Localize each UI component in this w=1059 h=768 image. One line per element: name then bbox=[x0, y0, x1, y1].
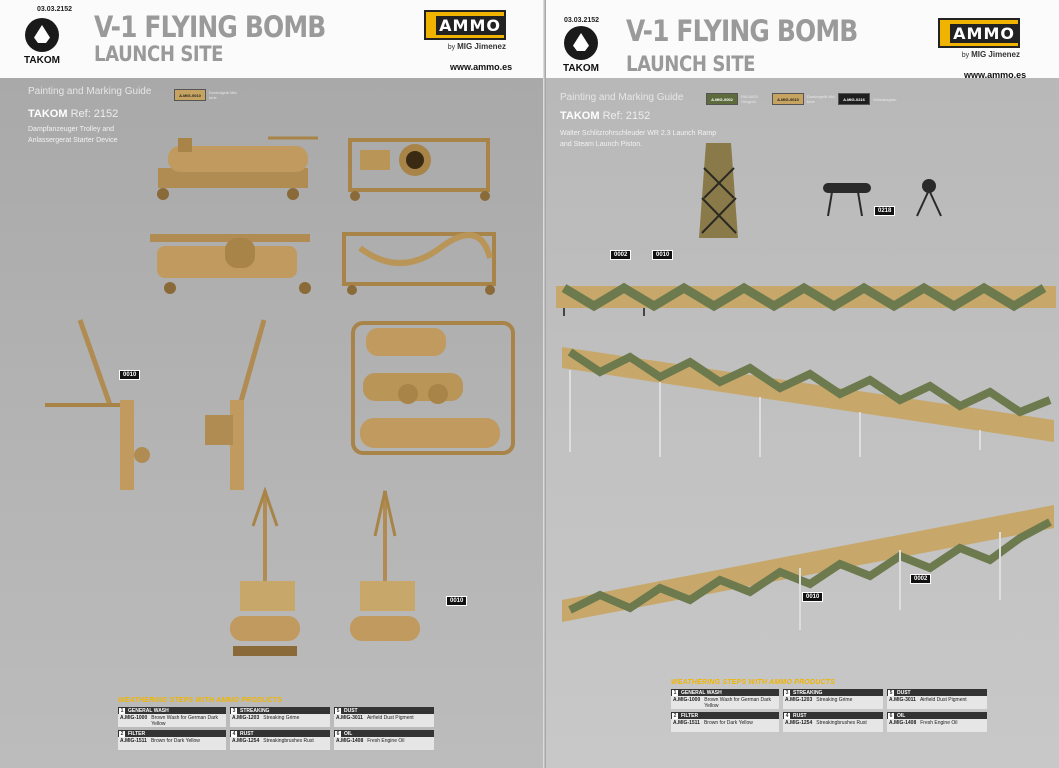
swatch-code: A.MIG-0002 bbox=[706, 93, 738, 105]
takom-logo: TAKOM bbox=[558, 26, 604, 82]
starter-arm-right bbox=[205, 319, 267, 490]
launch-piston bbox=[823, 183, 871, 217]
part-description: Walter Schlitzrohrschleuder WR 2.3 Launc… bbox=[560, 130, 717, 148]
reference: TAKOM Ref: 2152 bbox=[560, 110, 651, 122]
steam-trolley-top-view bbox=[348, 138, 490, 201]
left-page: 03.03.2152 TAKOM V-1 FLYING BOMB LAUNCH … bbox=[0, 0, 546, 768]
paint-swatch: A.MIG-0002 RAL6003 Olivgrün bbox=[706, 92, 771, 106]
paint-callout: 0218 bbox=[874, 206, 896, 216]
ammo-by-line: by MIG Jimenez bbox=[447, 42, 506, 51]
ammo-url: www.ammo.es bbox=[450, 62, 513, 72]
product-code: 03.03.2152 bbox=[37, 6, 73, 13]
ammo-wordmark: AMMO bbox=[950, 23, 1018, 43]
product-code: 03.03.2152 bbox=[564, 17, 600, 24]
swatch-label: Dunkelgelb Mid tone bbox=[209, 90, 237, 100]
paint-callout: 0010 bbox=[119, 370, 141, 380]
swatch-label: Dunkelgelb Mid tone bbox=[807, 94, 835, 104]
weathering-heading: WEATHERING STEPS WITH AMMO PRODUCTS bbox=[671, 679, 836, 686]
swatch-code: A.MIG-0010 bbox=[772, 93, 804, 105]
ammo-logo: AMMO by MIG Jimenez bbox=[424, 10, 506, 51]
starter-piston-side bbox=[350, 490, 420, 641]
steam-trolley-detail-view bbox=[342, 232, 496, 295]
ammo-wordmark: AMMO bbox=[436, 15, 504, 35]
takom-wordmark: TAKOM bbox=[24, 55, 60, 66]
launch-ramp-end-view bbox=[699, 143, 738, 238]
launch-rail-section-straight bbox=[556, 282, 1056, 316]
takom-emblem-icon bbox=[25, 18, 59, 52]
takom-wordmark: TAKOM bbox=[563, 63, 599, 74]
paint-swatch: A.MIG-0216 Schwarzgrau bbox=[838, 92, 903, 106]
ammo-logo: AMMO by MIG Jimenez bbox=[938, 18, 1020, 59]
paint-callout: 0010 bbox=[802, 592, 824, 602]
ammo-shells-icon bbox=[943, 23, 948, 43]
weathering-heading: WEATHERING STEPS WITH AMMO PRODUCTS bbox=[118, 697, 283, 704]
page-title: V-1 FLYING BOMB bbox=[626, 14, 858, 48]
swatch-label: RAL6003 Olivgrün bbox=[741, 94, 758, 104]
guide-title: Painting and Marking Guide bbox=[28, 86, 152, 97]
paint-callout: 0010 bbox=[446, 596, 468, 606]
part-description: Dampfanzeuger Trolley and Anlassergerat … bbox=[28, 126, 118, 144]
takom-logo: TAKOM bbox=[19, 18, 65, 74]
right-page: 03.03.2152 TAKOM V-1 FLYING BOMB LAUNCH … bbox=[546, 0, 1059, 768]
starter-arm-left bbox=[45, 319, 150, 490]
starter-device-assembly bbox=[351, 321, 515, 455]
ammo-shells-icon bbox=[429, 15, 434, 35]
steam-trolley-rear-view bbox=[150, 234, 311, 294]
guide-title: Painting and Marking Guide bbox=[560, 92, 684, 103]
swatch-code: A.MIG-0010 bbox=[174, 89, 206, 101]
launch-ramp-descending bbox=[562, 347, 1054, 457]
steam-trolley-side-view bbox=[157, 136, 318, 200]
page-subtitle: LAUNCH SITE bbox=[626, 52, 756, 76]
page-subtitle: LAUNCH SITE bbox=[94, 42, 224, 66]
swatch-label: Schwarzgrau bbox=[873, 96, 897, 102]
launch-ramp-ascending bbox=[562, 505, 1054, 630]
paint-callout: 0010 bbox=[652, 250, 674, 260]
ammo-by-line: by MIG Jimenez bbox=[961, 50, 1020, 59]
paint-callout: 0002 bbox=[910, 574, 932, 584]
starter-piston-front bbox=[230, 486, 300, 656]
piston-stand bbox=[916, 179, 942, 217]
ammo-url: www.ammo.es bbox=[964, 70, 1027, 80]
paint-swatch: A.MIG-0010 Dunkelgelb Mid tone bbox=[174, 88, 239, 102]
paint-callout: 0002 bbox=[610, 250, 632, 260]
page-title: V-1 FLYING BOMB bbox=[94, 10, 326, 44]
paint-swatch: A.MIG-0010 Dunkelgelb Mid tone bbox=[772, 92, 837, 106]
takom-emblem-icon bbox=[564, 26, 598, 60]
swatch-code: A.MIG-0216 bbox=[838, 93, 870, 105]
reference: TAKOM Ref: 2152 bbox=[28, 108, 119, 120]
